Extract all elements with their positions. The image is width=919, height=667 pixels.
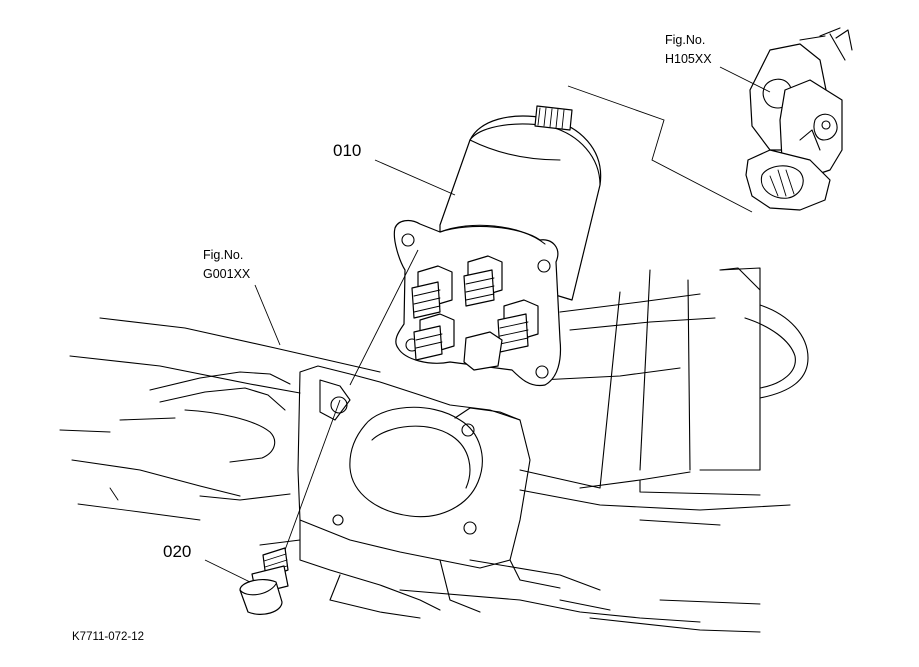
- callout-fig-g001-code: G001XX: [203, 267, 251, 281]
- steering-pump-part-010: [393, 105, 602, 387]
- callout-part-020: 020: [163, 542, 191, 561]
- callout-fig-h105-code: H105XX: [665, 52, 712, 66]
- chassis-frame-outline: [59, 267, 809, 633]
- pump-mounting-bracket: [259, 365, 561, 619]
- leader-lines: [204, 66, 771, 583]
- callout-part-010: 010: [333, 141, 361, 160]
- universal-joint-fig-h105: [745, 27, 853, 211]
- callout-fig-g001-label: Fig.No.: [203, 248, 243, 262]
- pump-fittings: [411, 255, 539, 371]
- callout-fig-h105-label: Fig.No.: [665, 33, 705, 47]
- drawing-code: K7711-072-12: [72, 631, 144, 643]
- bolt-part-020: [239, 547, 289, 615]
